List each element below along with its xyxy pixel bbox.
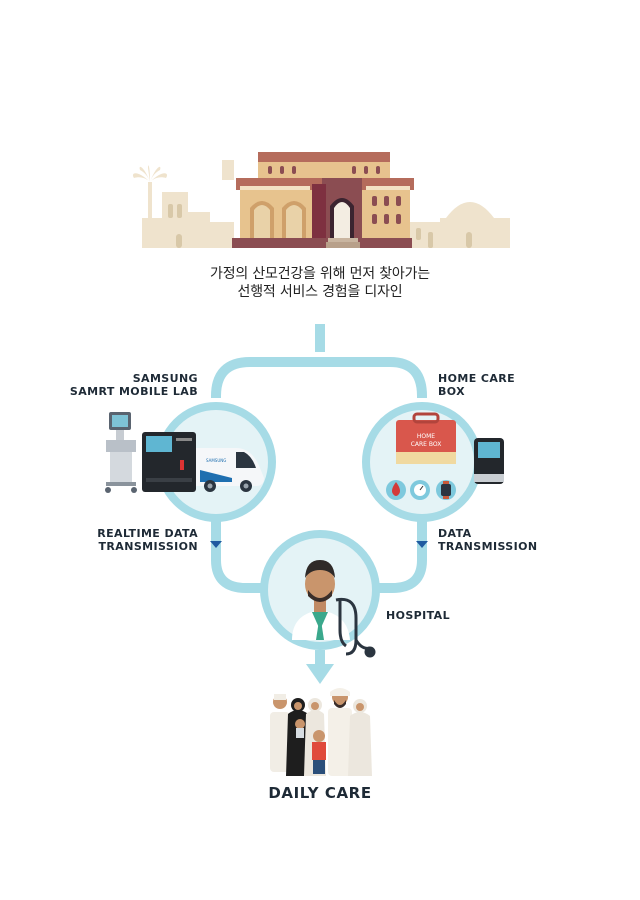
family-illustration: [270, 688, 372, 776]
label-home-care-box-line-2: BOX: [438, 385, 558, 398]
van-brand: SAMSUNG: [206, 458, 226, 463]
label-data-transmission-line-2: TRANSMISSION: [438, 540, 558, 553]
label-mobile-lab-line-2: SAMRT MOBILE LAB: [60, 385, 198, 398]
label-data-transmission-line-1: DATA: [438, 527, 558, 540]
ultrasound-machine-icon: [105, 412, 137, 493]
label-home-care-box: HOME CARE BOX: [438, 372, 558, 398]
label-realtime-line-2: TRANSMISSION: [60, 540, 198, 553]
palace-illustration: [133, 152, 510, 248]
smartwatch-icon: [436, 480, 456, 500]
label-mobile-lab: SAMSUNG SAMRT MOBILE LAB: [60, 372, 198, 398]
heading-line-1: 가정의 산모건강을 위해 먼저 찾아가는: [0, 263, 640, 283]
scale-gauge-icon: [410, 480, 430, 500]
heading-line-2: 선행적 서비스 경험을 디자인: [0, 281, 640, 301]
label-mobile-lab-line-1: SAMSUNG: [60, 372, 198, 385]
label-data-transmission: DATA TRANSMISSION: [438, 527, 558, 553]
lab-analyzer-icon: [142, 432, 196, 492]
care-box-icon: HOME CARE BOX: [396, 414, 456, 464]
care-box-line1: HOME: [417, 433, 435, 440]
arrow-down-icon: [306, 664, 334, 684]
label-home-care-box-line-1: HOME CARE: [438, 372, 558, 385]
blood-drop-icon: [386, 480, 406, 500]
care-box-line2: CARE BOX: [411, 441, 442, 448]
label-daily-care: DAILY CARE: [0, 784, 640, 802]
label-realtime-line-1: REALTIME DATA: [60, 527, 198, 540]
label-hospital: HOSPITAL: [386, 609, 486, 622]
home-device-icon: [474, 438, 504, 484]
label-realtime: REALTIME DATA TRANSMISSION: [60, 527, 198, 553]
